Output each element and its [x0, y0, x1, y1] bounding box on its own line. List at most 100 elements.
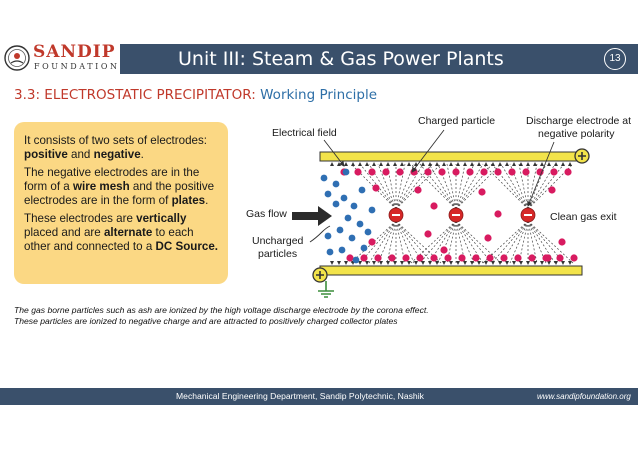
field-arrow-icon [470, 261, 474, 265]
logo-seal-icon [4, 45, 30, 71]
field-arrow-icon [519, 162, 523, 166]
info-bold: negative [93, 148, 141, 161]
info-text: to each other and connected to a [24, 226, 194, 253]
uncharged-particle [336, 226, 344, 234]
minus-sign-icon [392, 214, 400, 216]
field-arrow-icon [400, 162, 404, 166]
field-line [455, 220, 466, 264]
charged-particle [354, 168, 362, 176]
field-arrow-icon [547, 162, 551, 166]
field-arrow-icon [449, 261, 453, 265]
pointer-uncharged [309, 225, 331, 243]
field-arrow-icon [526, 261, 530, 265]
charged-particle [416, 254, 424, 262]
charged-particle [472, 254, 480, 262]
field-arrow-icon [344, 162, 348, 166]
charged-particle [486, 254, 494, 262]
field-arrow-icon [561, 162, 565, 166]
footer-bar [0, 388, 638, 405]
info-text: The negative electrodes are in the form … [24, 166, 200, 193]
charged-particle [368, 168, 376, 176]
label-discharge-electrode-2: negative polarity [538, 128, 615, 140]
section-heading: 3.3: ELECTROSTATIC PRECIPITATOR: Working… [14, 86, 377, 104]
charged-particle [382, 168, 390, 176]
field-arrow-icon [407, 261, 411, 265]
field-arrow-icon [505, 261, 509, 265]
charged-particle [430, 254, 438, 262]
field-arrow-icon [358, 261, 362, 265]
uncharged-particle [338, 246, 346, 254]
uncharged-particles [320, 168, 376, 264]
charged-particle [430, 202, 438, 210]
field-line [527, 220, 565, 264]
field-arrow-icon [491, 162, 495, 166]
charged-particle [458, 254, 466, 262]
pointer-electrical-field [323, 139, 345, 167]
info-text: and [67, 148, 94, 161]
info-box: It consists of two sets of electrodes: p… [14, 122, 228, 284]
field-arrow-icon [442, 261, 446, 265]
info-bold: DC Source. [155, 240, 219, 253]
field-arrow-icon [533, 261, 537, 265]
info-text: . [205, 194, 209, 207]
charged-particle [438, 168, 446, 176]
info-text: These electrodes are [24, 212, 137, 225]
field-arrow-icon [393, 261, 397, 265]
charged-particle [550, 168, 558, 176]
note-line: These particles are ionized to negative … [14, 316, 398, 326]
uncharged-particle [364, 228, 372, 236]
field-arrow-icon [456, 261, 460, 265]
info-bold: vertically [136, 212, 187, 225]
field-line [410, 163, 457, 210]
plus-terminal-bottom-icon [312, 267, 328, 283]
field-arrow-icon [428, 162, 432, 166]
field-line [368, 220, 397, 264]
info-paragraph: It consists of two sets of electrodes: p… [24, 134, 222, 162]
charged-particles [340, 168, 578, 262]
field-arrow-icon [519, 261, 523, 265]
charged-particle [494, 210, 502, 218]
charged-particle [368, 238, 376, 246]
logo-name: SANDIP [33, 42, 116, 62]
uncharged-particle [344, 214, 352, 222]
field-arrow-icon [449, 162, 453, 166]
field-line [419, 220, 457, 264]
footer-department: Mechanical Engineering Department, Sandi… [176, 391, 424, 401]
field-line [455, 163, 502, 210]
charged-particle [440, 246, 448, 254]
field-arrow-icon [337, 261, 341, 265]
field-arrow-icon [386, 261, 390, 265]
info-bold: alternate [103, 226, 153, 239]
field-arrow-icon [400, 261, 404, 265]
section-number: 3.3: ELECTROSTATIC PRECIPITATOR: [14, 87, 256, 103]
positive-plate-top [319, 151, 583, 162]
field-arrow-icon [484, 261, 488, 265]
field-arrow-icon [428, 261, 432, 265]
uncharged-particle [326, 248, 334, 256]
uncharged-particle [348, 234, 356, 242]
field-line [455, 163, 484, 210]
field-arrow-icon [372, 261, 376, 265]
uncharged-particle [320, 174, 328, 182]
label-uncharged-2: particles [258, 248, 297, 260]
info-bold: positive [24, 148, 68, 161]
field-arrow-icon [414, 261, 418, 265]
charged-particle [466, 168, 474, 176]
charged-particle [528, 254, 536, 262]
field-line [527, 163, 565, 210]
uncharged-particle [368, 206, 376, 214]
field-arrow-icon [498, 261, 502, 265]
field-line [395, 163, 424, 210]
field-arrow-icon [540, 162, 544, 166]
uncharged-particle [332, 200, 340, 208]
charged-particle [414, 186, 422, 194]
field-arrow-icon [505, 162, 509, 166]
pointer-charged-particle [411, 129, 445, 173]
label-discharge-electrode-1: Discharge electrode at [526, 115, 631, 127]
uncharged-particle [352, 256, 360, 264]
field-line [395, 220, 433, 264]
field-arrow-icon [456, 162, 460, 166]
field-line [491, 220, 529, 264]
charged-particle [424, 230, 432, 238]
uncharged-particle [350, 202, 358, 210]
